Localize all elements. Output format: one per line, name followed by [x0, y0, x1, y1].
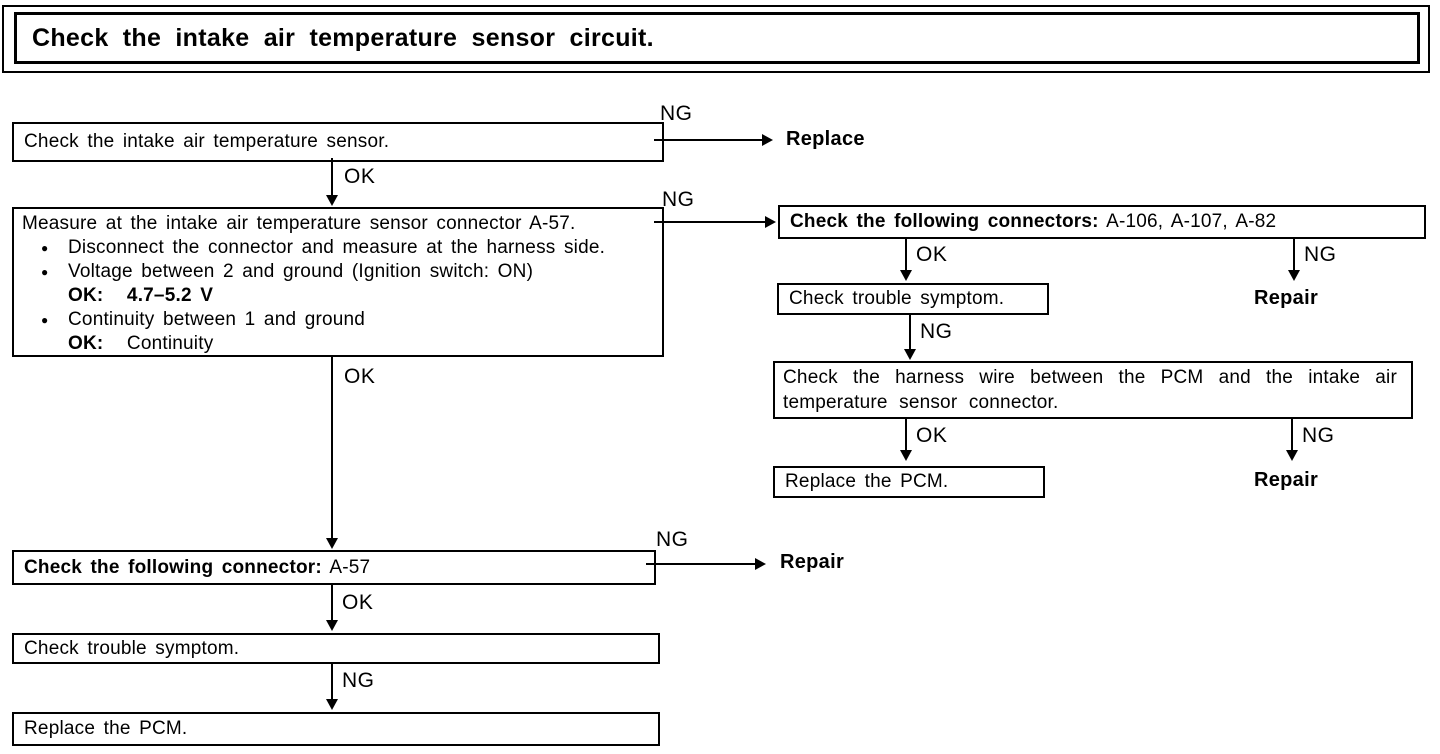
trouble-symptom-text: Check trouble symptom.	[789, 288, 1005, 309]
ok-label: OK:	[68, 285, 104, 306]
bullet-icon: ●	[41, 313, 49, 327]
flow-box-trouble-symptom-right: Check trouble symptom.	[777, 283, 1049, 315]
arrowhead-down-icon	[900, 450, 912, 461]
arrowhead-down-icon	[326, 699, 338, 710]
flow-box-trouble-symptom-bottom: Check trouble symptom.	[12, 633, 660, 664]
measure-bullet-1: ● Disconnect the connector and measure a…	[22, 236, 654, 260]
trouble-symptom-text: Check trouble symptom.	[24, 637, 240, 659]
flow-box-replace-pcm-bottom: Replace the PCM.	[12, 712, 660, 746]
flow-box-check-connectors: Check the following connectors: A-106, A…	[778, 205, 1426, 239]
flow-box-check-harness: Check the harness wire between the PCM a…	[773, 361, 1413, 419]
edge-label-ng-3: NG	[1304, 243, 1337, 266]
edge-label-ng-5: NG	[1302, 424, 1335, 447]
arrowhead-right-icon	[765, 216, 776, 228]
arrowhead-down-icon	[326, 620, 338, 631]
arrowhead-down-icon	[904, 349, 916, 360]
edge-label-ok-3: OK	[916, 424, 948, 447]
measure-bullet-1-text: Disconnect the connector and measure at …	[68, 237, 606, 258]
result-repair-2: Repair	[1254, 469, 1319, 491]
edge-label-ok-4: OK	[342, 591, 374, 614]
flow-box-measure-sensor: Measure at the intake air temperature se…	[12, 207, 664, 357]
page-title: Check the intake air temperature sensor …	[32, 23, 654, 52]
edge-label-ok-2: OK	[916, 243, 948, 266]
result-replace: Replace	[786, 128, 865, 150]
check-harness-text: Check the harness wire between the PCM a…	[783, 367, 1397, 413]
edge-line-ok-4	[331, 585, 333, 622]
result-repair-1: Repair	[1254, 287, 1319, 309]
arrowhead-down-icon	[326, 538, 338, 549]
bullet-icon: ●	[41, 241, 49, 255]
edge-label-ng-4: NG	[920, 320, 953, 343]
measure-bullet-3: ● Continuity between 1 and ground	[22, 308, 654, 332]
measure-bullet-2: ● Voltage between 2 and ground (Ignition…	[22, 260, 654, 284]
replace-pcm-text: Replace the PCM.	[24, 718, 188, 739]
edge-line-ng-3	[1293, 239, 1295, 272]
edge-label-ng-6: NG	[656, 528, 689, 551]
result-repair-3: Repair	[780, 551, 845, 573]
edge-label-ok-1: OK	[344, 165, 376, 188]
flow-box-check-sensor-text: Check the intake air temperature sensor.	[24, 131, 390, 152]
measure-ok-voltage: OK: 4.7–5.2 V	[22, 284, 654, 308]
measure-bullet-2-text: Voltage between 2 and ground (Ignition s…	[68, 261, 534, 282]
edge-line-ok-1	[331, 158, 333, 197]
check-connector-id: A-57	[321, 556, 371, 578]
measure-ok-continuity: OK: Continuity	[22, 332, 654, 356]
measure-bullet-3-text: Continuity between 1 and ground	[68, 309, 366, 330]
edge-line-ng-7	[331, 664, 333, 701]
flow-box-check-connector-a57: Check the following connector: A-57	[12, 550, 656, 585]
flow-box-check-sensor: Check the intake air temperature sensor.	[12, 122, 664, 162]
edge-line-ok-3	[905, 417, 907, 452]
bullet-icon: ●	[41, 265, 49, 279]
edge-line-ng-4	[909, 315, 911, 351]
title-box: Check the intake air temperature sensor …	[14, 12, 1420, 64]
edge-label-ng-2: NG	[662, 188, 695, 211]
check-connector-label: Check the following connector:	[24, 556, 322, 578]
ok-continuity-value: Continuity	[126, 333, 214, 354]
edge-line-ng-2	[654, 221, 766, 223]
measure-heading: Measure at the intake air temperature se…	[22, 213, 576, 234]
flow-box-replace-pcm-right: Replace the PCM.	[773, 466, 1045, 498]
edge-line-ng-5	[1291, 417, 1293, 452]
arrowhead-down-icon	[900, 270, 912, 281]
ok-label: OK:	[68, 333, 104, 354]
edge-line-ng-1	[654, 139, 764, 141]
check-connectors-ids: A-106, A-107, A-82	[1098, 211, 1277, 232]
edge-line-ok-2	[905, 239, 907, 272]
arrowhead-right-icon	[755, 558, 766, 570]
arrowhead-down-icon	[1288, 270, 1300, 281]
edge-label-ng-1: NG	[660, 102, 693, 125]
edge-line-ng-6	[646, 563, 756, 565]
arrowhead-down-icon	[326, 195, 338, 206]
edge-label-ok-long: OK	[344, 365, 376, 388]
arrowhead-down-icon	[1286, 450, 1298, 461]
edge-line-ok-long	[331, 355, 333, 539]
title-outer-frame: Check the intake air temperature sensor …	[2, 5, 1430, 73]
edge-label-ng-7: NG	[342, 669, 375, 692]
ok-voltage-value: 4.7–5.2 V	[126, 285, 214, 306]
replace-pcm-text: Replace the PCM.	[785, 471, 949, 492]
check-connectors-label: Check the following connectors:	[790, 211, 1099, 232]
arrowhead-right-icon	[762, 134, 773, 146]
